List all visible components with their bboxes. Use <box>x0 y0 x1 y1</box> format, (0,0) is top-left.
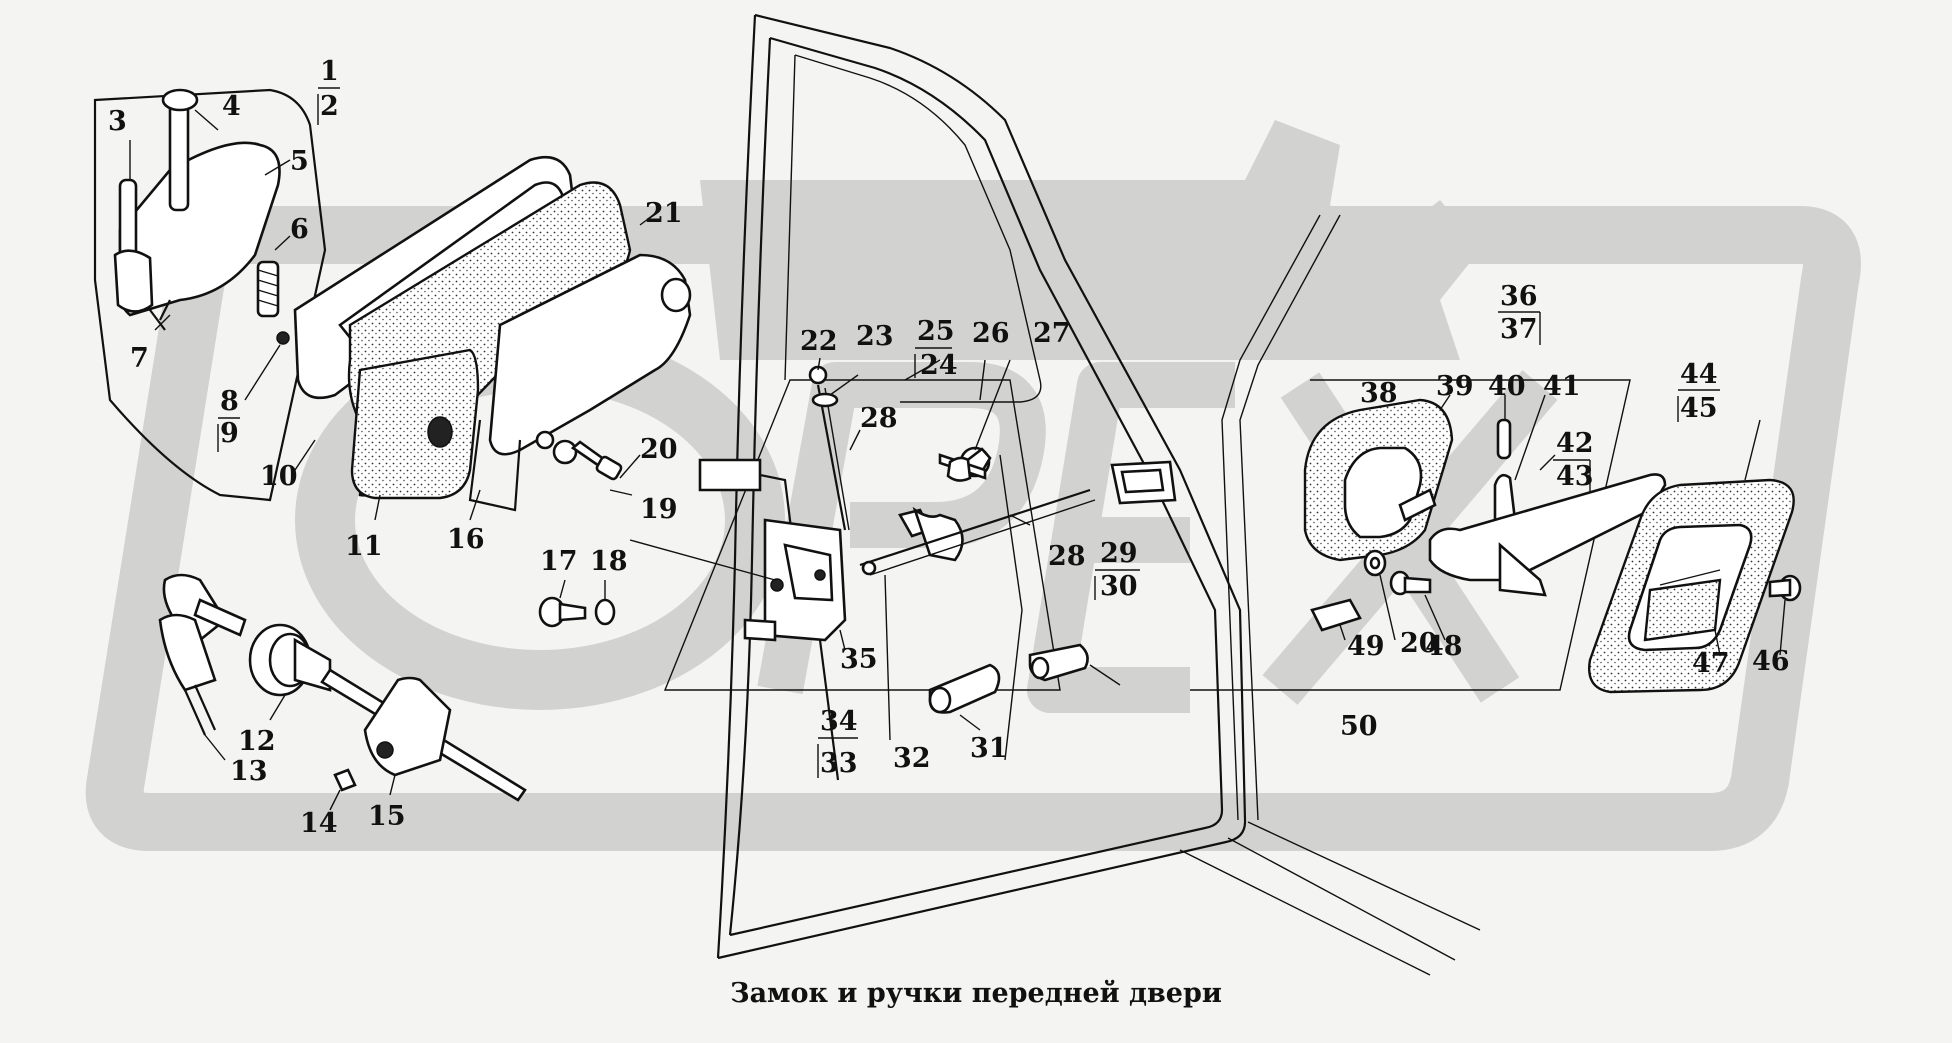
watermark-gear <box>700 120 1480 360</box>
callout: 40 <box>1488 371 1526 402</box>
callout: 28 <box>860 403 898 434</box>
spring <box>256 260 280 318</box>
callout: 22 <box>800 326 838 357</box>
callout: 36 <box>1500 281 1538 312</box>
door-outline <box>716 13 1481 976</box>
latch-assembly <box>629 357 1177 781</box>
callout: 16 <box>447 524 485 555</box>
callout: 17 <box>540 546 578 577</box>
callout: 45 <box>1680 393 1718 424</box>
callout: 12 <box>238 726 276 757</box>
callout: 38 <box>1360 378 1398 409</box>
callout: 24 <box>920 350 958 381</box>
callout: 19 <box>640 494 678 525</box>
callout: 30 <box>1100 571 1138 602</box>
callout: 43 <box>1556 461 1594 492</box>
callout: 20 <box>640 434 678 465</box>
callout: 3 <box>108 106 127 137</box>
callout: 47 <box>1692 648 1730 679</box>
callout: 27 <box>1033 318 1071 349</box>
handle-escutcheon <box>1588 419 1802 694</box>
inset-lock-mechanism <box>93 88 327 502</box>
watermark-letter-p <box>757 362 1046 695</box>
figure-caption: Замок и ручки передней двери <box>730 978 1222 1009</box>
callout: 20 <box>1400 628 1438 659</box>
inner-handle-assembly <box>1303 394 1667 597</box>
callout: 35 <box>840 644 878 675</box>
callout: 9 <box>220 418 239 449</box>
callout: 46 <box>1752 646 1790 677</box>
small-parts-48-49-20 <box>1310 549 1446 641</box>
callout: 28 <box>1048 541 1086 572</box>
callout: 6 <box>290 214 309 245</box>
callout: 49 <box>1347 631 1385 662</box>
callout: 21 <box>645 198 683 229</box>
callout: 44 <box>1680 359 1718 390</box>
callout: 33 <box>820 748 858 779</box>
callout: 18 <box>590 546 628 577</box>
callout: 42 <box>1556 428 1594 459</box>
callout: 34 <box>820 706 858 737</box>
callout: 23 <box>856 321 894 352</box>
callout: 48 <box>1425 631 1463 662</box>
callout: 7 <box>130 343 149 374</box>
callout: 31 <box>970 733 1008 764</box>
callout: 37 <box>1500 314 1538 345</box>
callout: 11 <box>345 531 383 562</box>
callout: 25 <box>917 316 955 347</box>
callout: 50 <box>1340 711 1378 742</box>
callout: 1 <box>320 56 339 87</box>
key-cylinder-assembly <box>158 573 527 811</box>
callout: 26 <box>972 318 1010 349</box>
callout: 15 <box>368 801 406 832</box>
callout: 5 <box>290 146 309 177</box>
callout: 29 <box>1100 538 1138 569</box>
callout: 13 <box>230 756 268 787</box>
callout: 2 <box>320 91 339 122</box>
callout: 8 <box>220 386 239 417</box>
callout: 4 <box>222 91 241 122</box>
bolt-17-washer-18 <box>538 579 616 628</box>
callout: 32 <box>893 743 931 774</box>
watermark-letter-e <box>1027 362 1235 713</box>
callout: 39 <box>1436 371 1474 402</box>
callout: 10 <box>260 461 298 492</box>
callout: 14 <box>300 808 338 839</box>
outer-handle-assembly <box>293 155 692 521</box>
callout: 41 <box>1543 371 1581 402</box>
callout-labels: 1 2 3 4 5 6 7 8 9 10 11 12 13 14 15 16 1… <box>108 56 1790 839</box>
